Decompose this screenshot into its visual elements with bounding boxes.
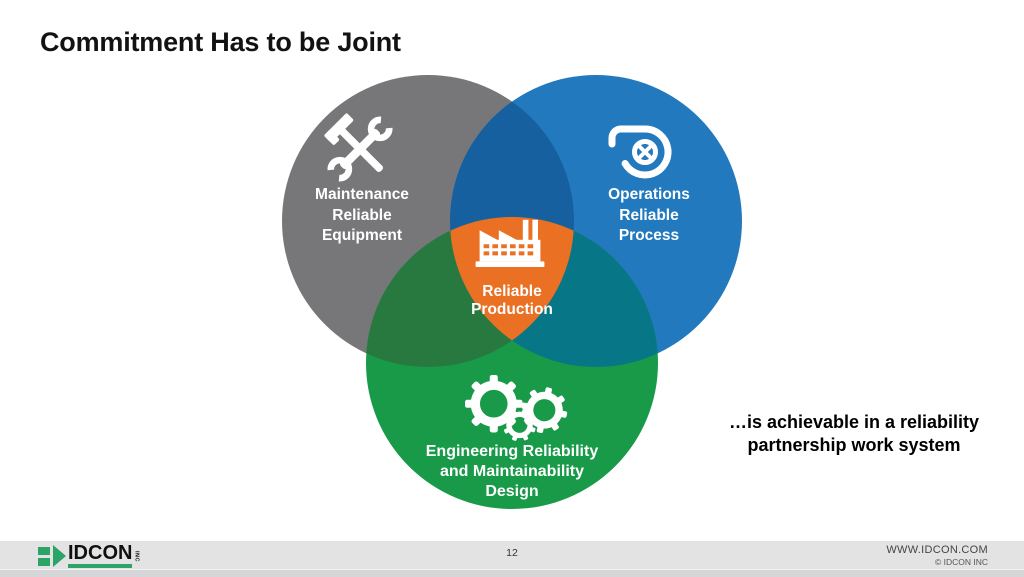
factory-icon xyxy=(475,219,545,267)
logo-word: IDCON xyxy=(68,542,133,568)
venn-diagram xyxy=(282,75,742,509)
logo-bar-top xyxy=(38,546,50,555)
footer-website: WWW.IDCON.COM xyxy=(886,544,988,556)
page-number: 12 xyxy=(506,547,518,559)
hammer-wrench-icon xyxy=(324,113,393,182)
turbine-icon xyxy=(608,125,672,179)
footer-bottom-strip xyxy=(0,569,1024,577)
engineering-label: Engineering Reliability and Maintainabil… xyxy=(425,443,599,500)
logo-arrow-icon xyxy=(53,545,66,567)
logo-bar-bottom xyxy=(38,557,50,566)
logo-suffix: INC xyxy=(133,550,140,562)
footer-copyright: © IDCON INC xyxy=(934,557,988,567)
center-label: Reliable Production xyxy=(471,283,553,318)
logo-bars-icon xyxy=(38,546,50,566)
page-title: Commitment Has to be Joint xyxy=(40,27,401,57)
footer-bar xyxy=(0,541,1024,569)
logo-underline xyxy=(68,564,133,568)
operations-label: Operations Reliable Process xyxy=(608,186,690,244)
maintenance-label: Maintenance Reliable Equipment xyxy=(315,186,409,244)
caption: …is achievable in a reliability partners… xyxy=(728,412,980,455)
logo-name: IDCON xyxy=(68,542,133,565)
idcon-logo: IDCON INC xyxy=(38,542,140,568)
footer-right: WWW.IDCON.COM © IDCON INC xyxy=(886,544,988,567)
